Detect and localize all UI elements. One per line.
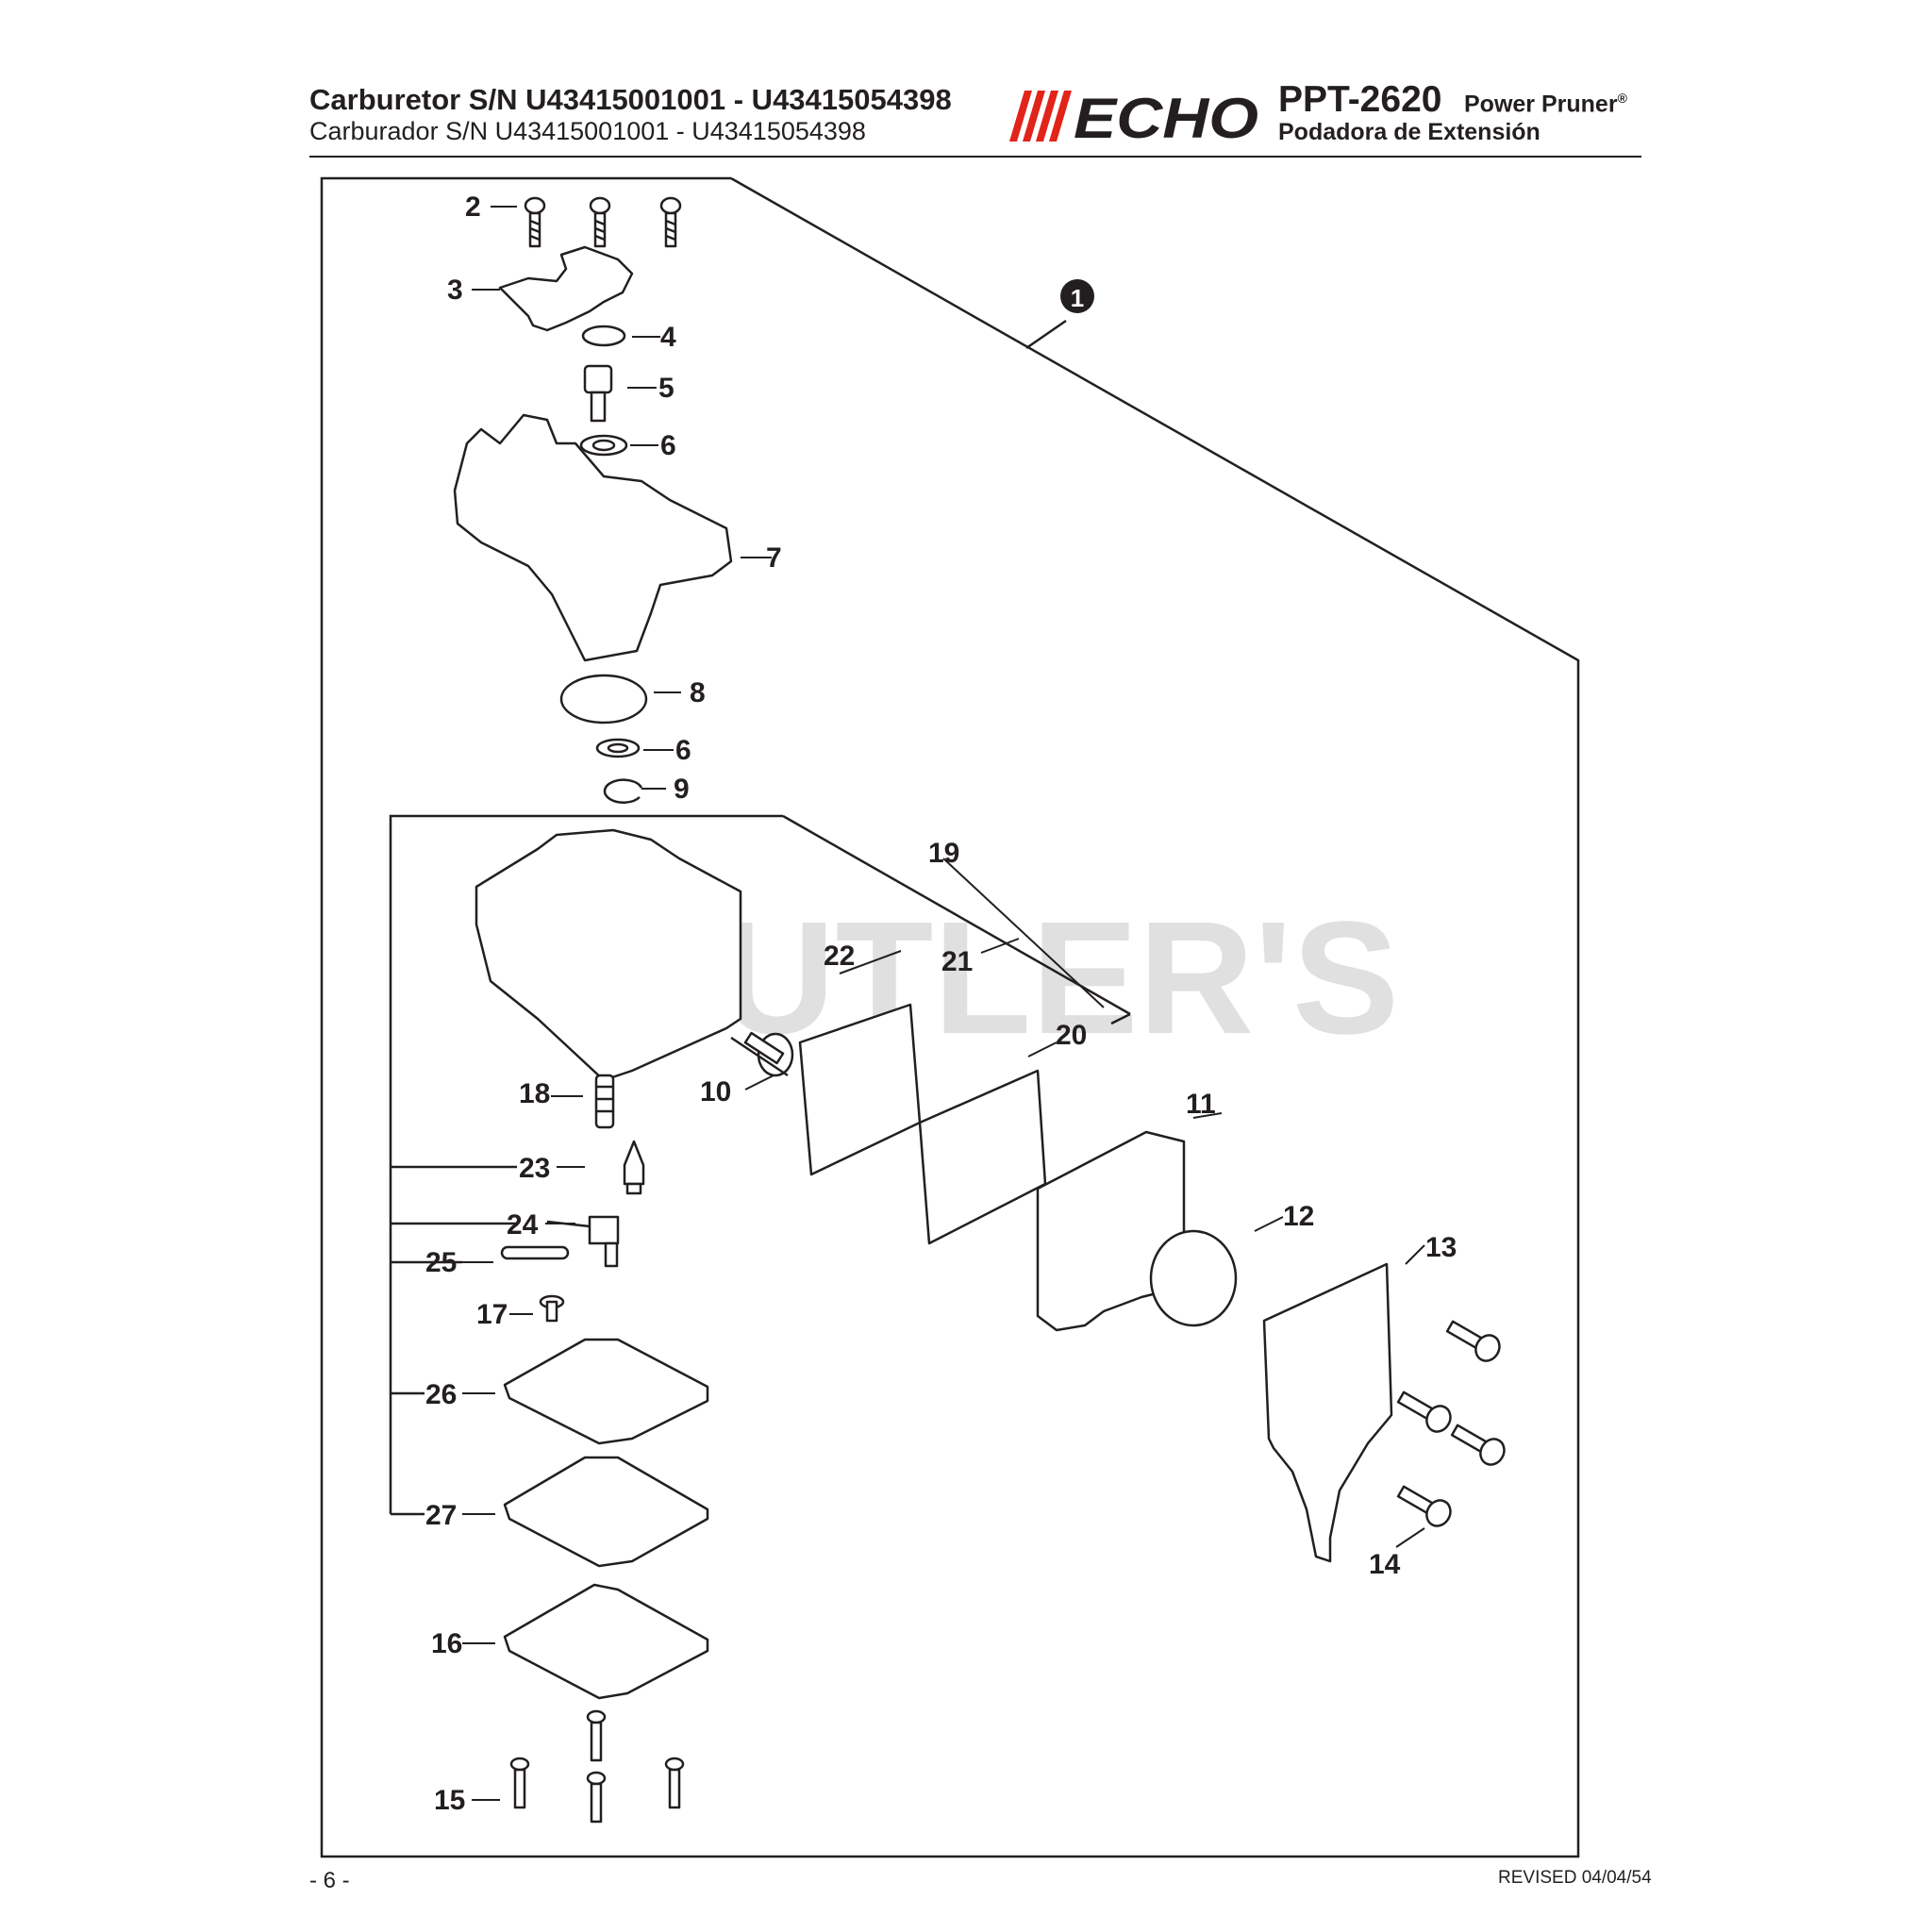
gasket-26 (503, 1338, 709, 1445)
callout-7: 7 (766, 542, 782, 574)
plate-13 (1262, 1262, 1393, 1563)
callout-4: 4 (660, 322, 676, 353)
assembly-marker: 1 (1060, 279, 1094, 313)
gasket-20 (918, 1069, 1047, 1245)
product-name: Power Pruner® (1464, 91, 1627, 118)
washer-6b (595, 738, 641, 758)
callout-19: 19 (928, 838, 959, 869)
pump-cover-11 (1036, 1130, 1186, 1332)
screws-15 (509, 1709, 685, 1824)
callout-22: 22 (824, 941, 855, 972)
screw-2 (524, 196, 682, 248)
spring-18 (594, 1074, 615, 1129)
lever-24 (546, 1215, 620, 1268)
callout-2: 2 (465, 192, 481, 223)
screw-17 (539, 1294, 565, 1323)
outer-frame (320, 176, 1580, 1858)
callout-9: 9 (674, 774, 690, 805)
model-number: PPT-2620 (1278, 79, 1442, 120)
brand-text: ECHO (1074, 89, 1258, 143)
page-number: - 6 - (309, 1868, 350, 1893)
inner-frame (389, 814, 783, 1514)
washer-6 (579, 434, 628, 457)
callout-26: 26 (425, 1379, 457, 1410)
callout-17: 17 (476, 1299, 508, 1330)
eclip-9 (603, 778, 643, 804)
callout-23: 23 (519, 1153, 550, 1184)
oring-4 (581, 325, 626, 347)
callout-18: 18 (519, 1078, 550, 1109)
svg-text:1: 1 (1071, 284, 1084, 312)
header-rule (309, 156, 1641, 158)
callout-5: 5 (658, 373, 675, 404)
product-name-spanish: Podadora de Extensión (1278, 119, 1541, 145)
callout-16: 16 (431, 1628, 462, 1659)
callout-12: 12 (1283, 1201, 1314, 1232)
gasket-16 (503, 1583, 709, 1700)
cap-12 (1149, 1229, 1238, 1327)
echo-logo: ECHO (1009, 89, 1258, 143)
page-subtitle: Carburador S/N U43415001001 - U434150543… (309, 117, 866, 145)
oring-8 (559, 674, 648, 724)
revision-date: REVISED 04/04/54 (1498, 1868, 1652, 1888)
pin-25 (500, 1245, 570, 1260)
registered-mark: ® (1617, 91, 1627, 106)
callout-labels: 2 3 4 5 6 7 8 6 9 19 22 21 20 10 18 11 2… (425, 192, 1457, 1816)
callout-21: 21 (941, 946, 973, 977)
callout-8: 8 (690, 677, 706, 708)
carburetor-body-7 (453, 413, 733, 662)
callout-15: 15 (434, 1785, 465, 1816)
screws-14 (1396, 1320, 1506, 1527)
callout-25: 25 (425, 1247, 457, 1278)
callout-3: 3 (447, 275, 463, 306)
callout-13: 13 (1425, 1232, 1457, 1263)
callout-6: 6 (660, 430, 676, 461)
needle-10 (730, 1031, 789, 1077)
callout-14: 14 (1369, 1549, 1401, 1580)
carburetor-casting (475, 828, 742, 1082)
callout-6b: 6 (675, 735, 691, 766)
callout-24: 24 (507, 1209, 539, 1241)
callout-20: 20 (1056, 1020, 1087, 1051)
callout-11: 11 (1186, 1089, 1216, 1120)
plate-3 (498, 245, 634, 332)
callout-10: 10 (700, 1076, 731, 1108)
pin-5 (583, 364, 613, 423)
diaphragm-27 (503, 1456, 709, 1568)
needle-valve-23 (623, 1140, 645, 1195)
callout-27: 27 (425, 1500, 457, 1531)
page-title: Carburetor S/N U43415001001 - U434150543… (309, 83, 952, 116)
